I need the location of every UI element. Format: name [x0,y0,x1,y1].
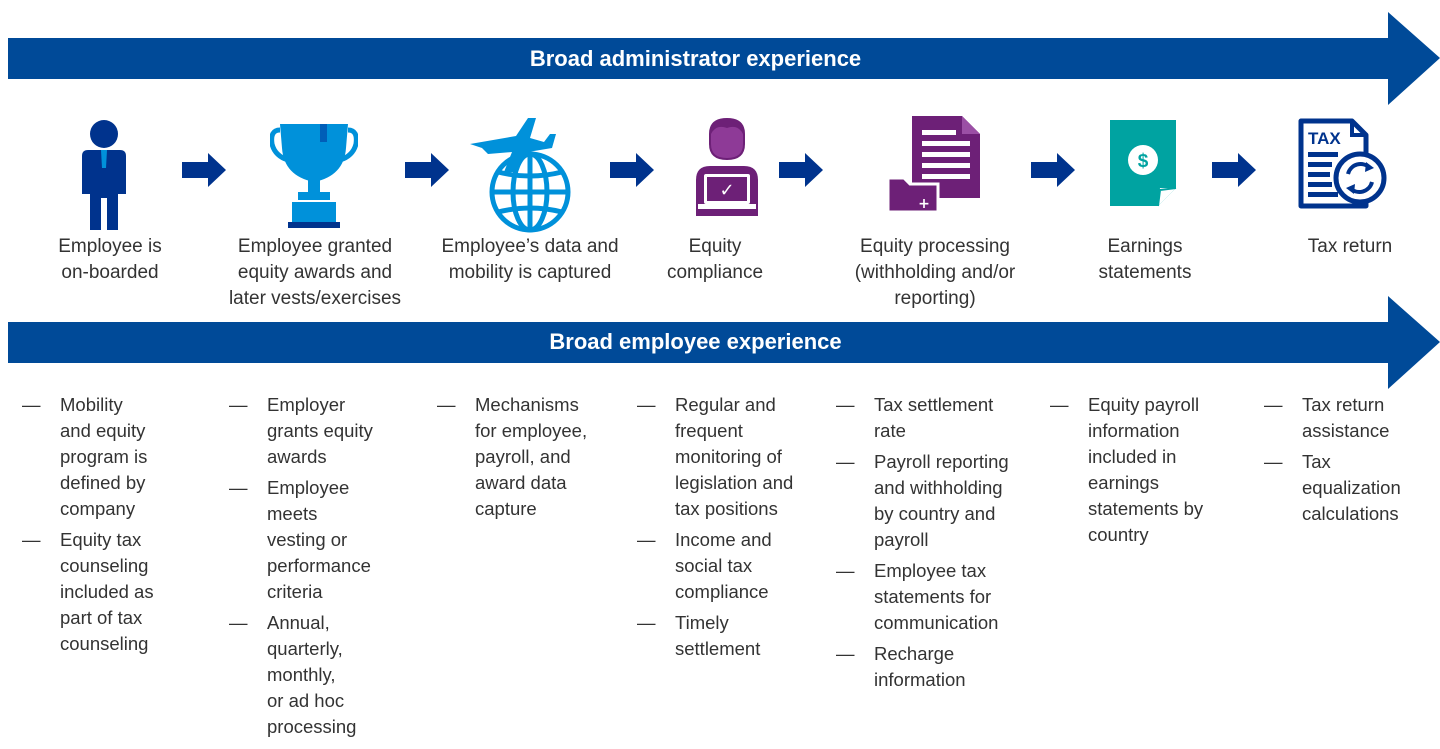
checkmark-icon: ✓ [719,180,734,201]
person-laptop-icon: ✓ [696,118,758,216]
step-label-compliance: Equity compliance [666,236,764,283]
employee-experience-banner: Broad employee experience [8,296,1440,389]
step-arrow-icon [405,153,449,187]
step-label-processing: Equity processing (withholding and/or re… [854,236,1016,309]
step-label-onboarded: Employee is on-boarded [58,236,162,283]
step-label-earnings: Earnings statements [1098,236,1192,283]
banner-arrow-shape [8,12,1440,105]
trophy-icon [270,124,358,228]
step-arrow-icon [1212,153,1256,187]
step-label-tax-return: Tax return [1307,236,1393,257]
documents-folder-icon: + [886,116,980,214]
administrator-experience-title: Broad administrator experience [529,46,862,71]
tax-return-icon: TAX [1298,118,1387,209]
banner-arrow-shape [8,296,1440,389]
earnings-statement-icon: $ [1110,120,1177,207]
employee-person-icon [82,120,126,230]
administrator-experience-banner: Broad administrator experience [8,12,1440,105]
step-label-equity-awards: Employee granted equity awards and later… [228,236,402,309]
dollar-icon: $ [1138,151,1149,172]
step-arrow-icon [779,153,823,187]
step-arrow-icon [182,153,226,187]
tax-label-icon: TAX [1308,129,1341,148]
step-arrow-icon [1031,153,1075,187]
globe-airplane-icon [470,118,571,233]
plus-icon: + [918,196,930,212]
step-label-data-captured: Employee’s data and mobility is captured [441,236,619,283]
employee-experience-title: Broad employee experience [549,329,842,354]
step-arrow-icon [610,153,654,187]
